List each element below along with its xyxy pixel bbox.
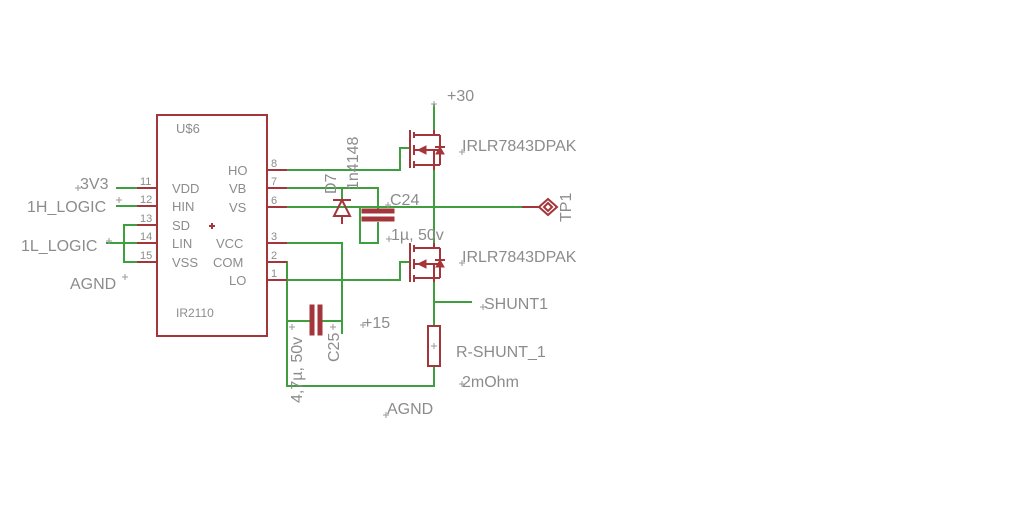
ic-value: IR2110: [176, 306, 214, 320]
part-origin-crosses: [289, 149, 465, 387]
ir2110-ic[interactable]: U$6 IR2110 VDD HIN SD LIN VSS 11 12 13 1…: [137, 114, 287, 337]
net-label-agnd-left[interactable]: AGND: [70, 276, 116, 293]
c24-value: 1µ, 50v: [391, 227, 444, 244]
test-point-tp1[interactable]: TP1: [522, 193, 575, 222]
net-label-1h-logic[interactable]: 1H_LOGIC: [27, 199, 106, 216]
wire-ho: [267, 147, 410, 171]
ic-pin-num-8: 8: [271, 158, 277, 170]
wire-lo: [267, 261, 410, 281]
ic-origin-cross: [209, 223, 215, 229]
tp-diamond-inner: [542, 201, 554, 213]
label-anchor-crosses: [75, 101, 486, 418]
ic-pin-label-com: COM: [213, 255, 243, 270]
ic-pin-num-7: 7: [271, 176, 277, 188]
ic-pin-num-14: 14: [140, 231, 152, 243]
diode-value: 1n4148: [345, 137, 362, 190]
c25-name: C25: [326, 333, 343, 362]
mosfet-low-label: IRLR7843DPAK: [462, 249, 577, 266]
net-label-plus15[interactable]: +15: [363, 315, 390, 332]
resistor-body: [427, 325, 441, 367]
ic-pin-num-2: 2: [271, 250, 277, 262]
net-labels: 3V3 1H_LOGIC 1L_LOGIC AGND +30 +15 SHUNT…: [21, 88, 548, 418]
ic-pin-num-6: 6: [271, 195, 277, 207]
ic-pin-label-lo: LO: [229, 273, 246, 288]
ic-pin-label-vdd: VDD: [172, 181, 199, 196]
capacitor-c25[interactable]: C25 4,7µ, 50v: [289, 304, 343, 403]
mosfet-high-side[interactable]: IRLR7843DPAK: [409, 130, 577, 170]
ic-name: U$6: [176, 121, 200, 136]
net-label-shunt1[interactable]: SHUNT1: [484, 296, 548, 313]
ic-pin-label-vs: VS: [229, 200, 247, 215]
c24-plate-top: [361, 208, 395, 214]
mosfet-low-side[interactable]: IRLR7843DPAK: [409, 243, 577, 282]
ic-pin-label-sd: SD: [172, 218, 190, 233]
resistor-shunt[interactable]: R-SHUNT_1 2mOhm: [427, 325, 546, 391]
c25-value: 4,7µ, 50v: [289, 337, 306, 403]
capacitor-c24[interactable]: C24 1µ, 50v: [361, 192, 444, 244]
ic-pin-label-vb: VB: [229, 181, 246, 196]
diode-name: D7: [323, 173, 340, 194]
net-label-plus30[interactable]: +30: [447, 88, 474, 105]
ic-pin-label-vss: VSS: [172, 255, 198, 270]
ic-pin-num-11: 11: [140, 176, 151, 188]
ic-pin-label-ho: HO: [228, 163, 248, 178]
ic-pin-label-vcc: VCC: [216, 236, 243, 251]
resistor-value: 2mOhm: [462, 374, 519, 391]
diode-d7[interactable]: D7 1n4148: [323, 137, 362, 224]
wire-c24-bottom: [359, 207, 379, 244]
c24-plate-bottom: [361, 216, 395, 222]
c25-plate-left: [309, 304, 315, 336]
ic-pin-num-15: 15: [140, 250, 152, 262]
wire-vb: [267, 187, 379, 210]
ic-pin-num-1: 1: [271, 268, 277, 280]
ic-pin-num-3: 3: [271, 231, 277, 243]
ic-pin-label-hin: HIN: [172, 199, 194, 214]
net-label-agnd-bottom[interactable]: AGND: [387, 401, 433, 418]
tp-name: TP1: [558, 193, 575, 222]
ic-pin-num-12: 12: [140, 194, 152, 206]
wire-vcc: [267, 242, 343, 334]
mosfet-high-label: IRLR7843DPAK: [462, 138, 577, 155]
tp-diamond-outer: [537, 197, 559, 217]
net-label-1l-logic[interactable]: 1L_LOGIC: [21, 238, 97, 255]
c24-name: C24: [390, 192, 419, 209]
resistor-name: R-SHUNT_1: [456, 344, 546, 361]
c25-plate-right: [317, 304, 323, 336]
net-label-3v3[interactable]: 3V3: [80, 176, 109, 193]
ic-pin-label-lin: LIN: [172, 236, 192, 251]
ic-pin-num-13: 13: [140, 213, 152, 225]
